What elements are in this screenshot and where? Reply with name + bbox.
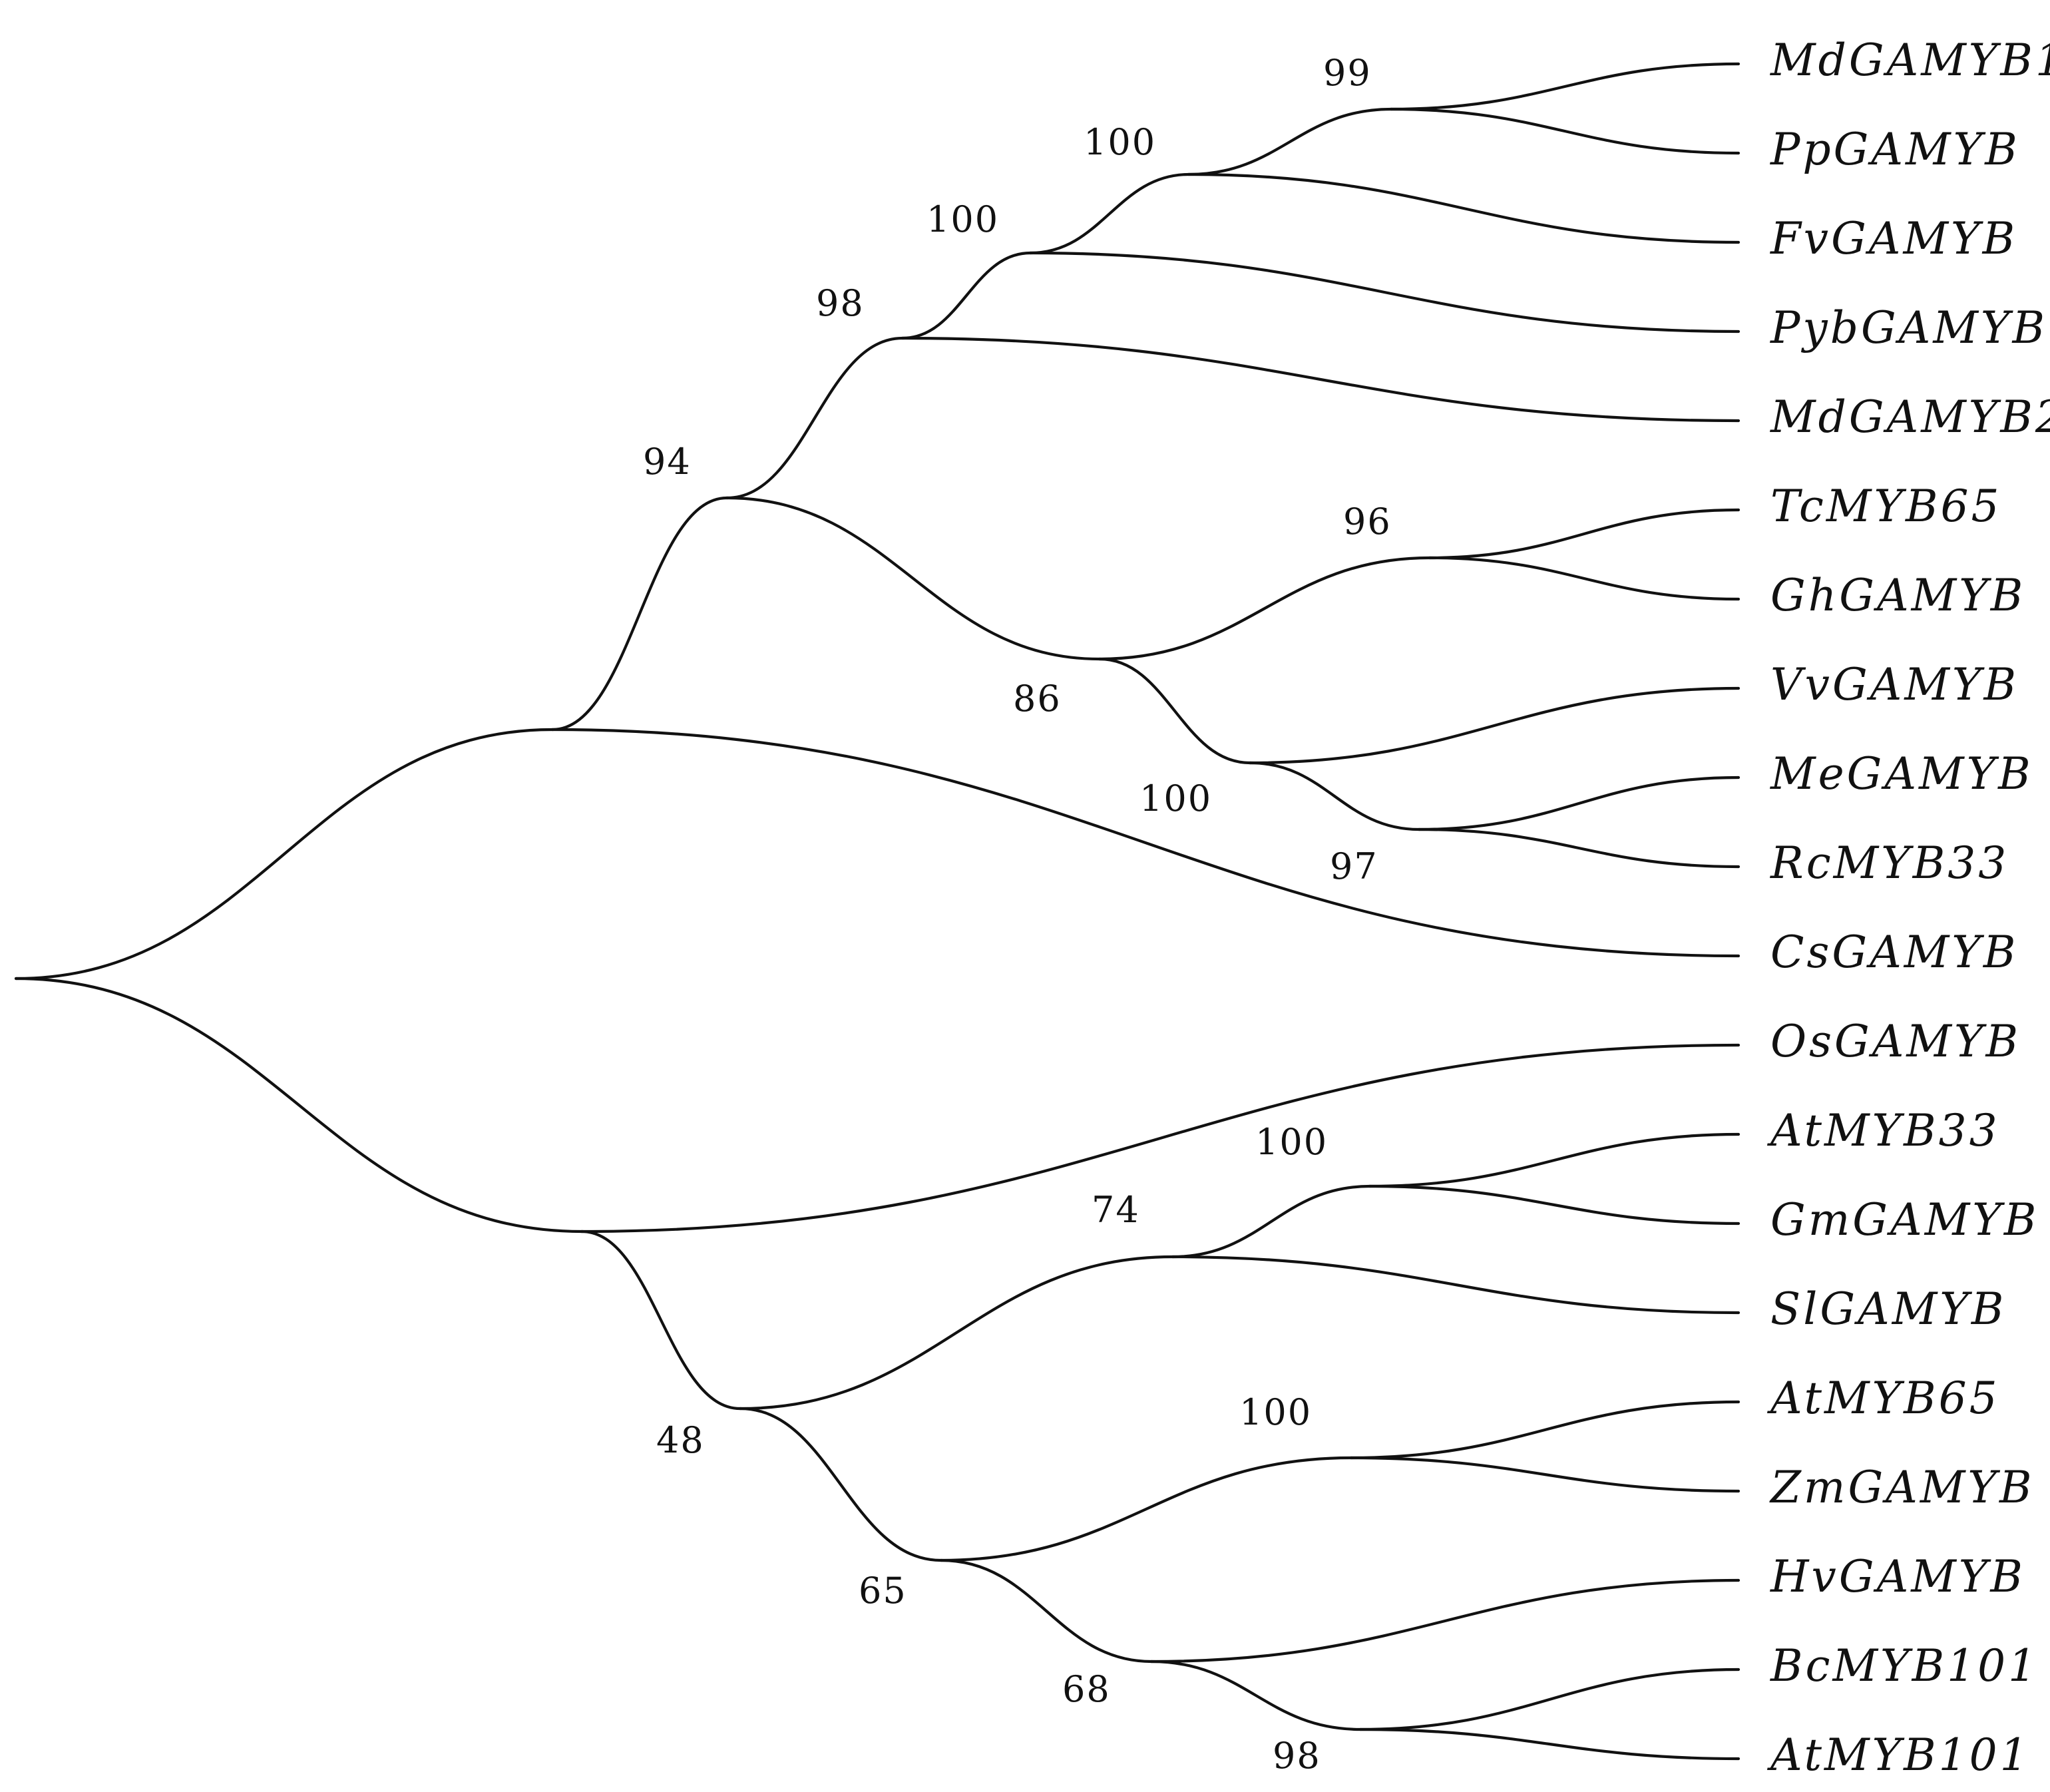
leaf-label: MeGAMYB (1770, 748, 2033, 799)
tree-branch (1248, 686, 1741, 765)
leaf-label: AtMYB33 (1766, 1105, 2000, 1156)
bootstrap-value: 98 (816, 282, 865, 324)
tree-branch (1428, 556, 1741, 601)
tree-branch (1028, 172, 1191, 255)
leaf-label: TcMYB65 (1770, 481, 2002, 532)
tree-branch (1171, 1255, 1741, 1315)
bootstrap-value: 74 (1092, 1189, 1140, 1231)
leaf-label: ZmGAMYB (1769, 1462, 2034, 1513)
leaf-labels: MdGAMYB1 PpGAMYB FvGAMYB PybGAMYB MdGAMY… (1766, 35, 2050, 1781)
tree-branch (550, 496, 729, 732)
tree-branch (901, 336, 1741, 423)
leaf-label: RcMYB33 (1770, 837, 2009, 889)
tree-branches (14, 62, 1741, 1761)
tree-branch (1417, 776, 1741, 831)
bootstrap-labels: 99 100 100 98 94 96 86 97 100 100 74 48 … (643, 52, 1392, 1777)
bootstrap-value: 100 (926, 198, 999, 240)
bootstrap-value: 99 (1323, 52, 1372, 94)
bootstrap-value: 96 (1343, 501, 1392, 543)
leaf-label: HvGAMYB (1770, 1551, 2025, 1602)
leaf-label: PybGAMYB (1770, 302, 2047, 353)
bootstrap-value: 97 (1330, 845, 1378, 887)
leaf-label: PpGAMYB (1770, 124, 2020, 175)
tree-branch (1149, 1660, 1362, 1731)
tree-branch (1171, 1184, 1372, 1259)
tree-branch (738, 1407, 943, 1562)
tree-branch (939, 1456, 1353, 1562)
tree-branch (1417, 827, 1741, 869)
leaf-label: GmGAMYB (1770, 1194, 2039, 1245)
tree-branch (1098, 657, 1252, 765)
leaf-label: BcMYB101 (1770, 1640, 2039, 1691)
leaf-label: AtMYB65 (1766, 1373, 2000, 1424)
leaf-label: AtMYB101 (1766, 1729, 2031, 1781)
bootstrap-value: 94 (643, 441, 692, 483)
bootstrap-value: 100 (1255, 1121, 1328, 1163)
leaf-label: SlGAMYB (1770, 1283, 2006, 1335)
tree-branch (1349, 1456, 1741, 1493)
bootstrap-value: 86 (1013, 678, 1062, 720)
tree-branch (1368, 1132, 1741, 1188)
bootstrap-value: 65 (859, 1570, 907, 1612)
tree-branch (1149, 1578, 1741, 1664)
tree-branch (725, 496, 1102, 661)
tree-branch (901, 251, 1032, 340)
tree-branch (1187, 107, 1393, 176)
tree-branch (580, 1230, 742, 1411)
tree-branch (1187, 172, 1741, 244)
tree-branch (1098, 556, 1432, 661)
tree-branch (939, 1558, 1153, 1664)
tree-branch (14, 977, 584, 1233)
leaf-label: GhGAMYB (1770, 570, 2025, 621)
tree-branch (550, 728, 1741, 958)
tree-branch (1349, 1400, 1741, 1460)
tree-branch (738, 1255, 1175, 1411)
leaf-label: FvGAMYB (1770, 213, 2017, 264)
tree-branch (580, 1043, 1741, 1233)
tree-branch (1358, 1727, 1741, 1761)
bootstrap-value: 100 (1139, 778, 1212, 819)
bootstrap-value: 100 (1084, 121, 1156, 163)
tree-branch (1389, 62, 1741, 111)
tree-branch (1428, 508, 1741, 560)
bootstrap-value: 68 (1062, 1668, 1111, 1710)
tree-branch (1368, 1184, 1741, 1226)
tree-branch (1028, 251, 1741, 334)
tree-branch (1248, 761, 1421, 831)
leaf-label: CsGAMYB (1770, 927, 2018, 978)
tree-branch (1389, 107, 1741, 155)
leaf-label: OsGAMYB (1770, 1016, 2021, 1067)
tree-branch (1358, 1668, 1741, 1731)
leaf-label: VvGAMYB (1770, 659, 2019, 710)
leaf-label: MdGAMYB1 (1770, 35, 2050, 86)
leaf-label: MdGAMYB2 (1770, 391, 2050, 443)
bootstrap-value: 100 (1239, 1391, 1312, 1433)
tree-branch (725, 336, 905, 500)
bootstrap-value: 48 (656, 1419, 705, 1461)
tree-branch (14, 728, 554, 981)
bootstrap-value: 98 (1273, 1735, 1321, 1777)
